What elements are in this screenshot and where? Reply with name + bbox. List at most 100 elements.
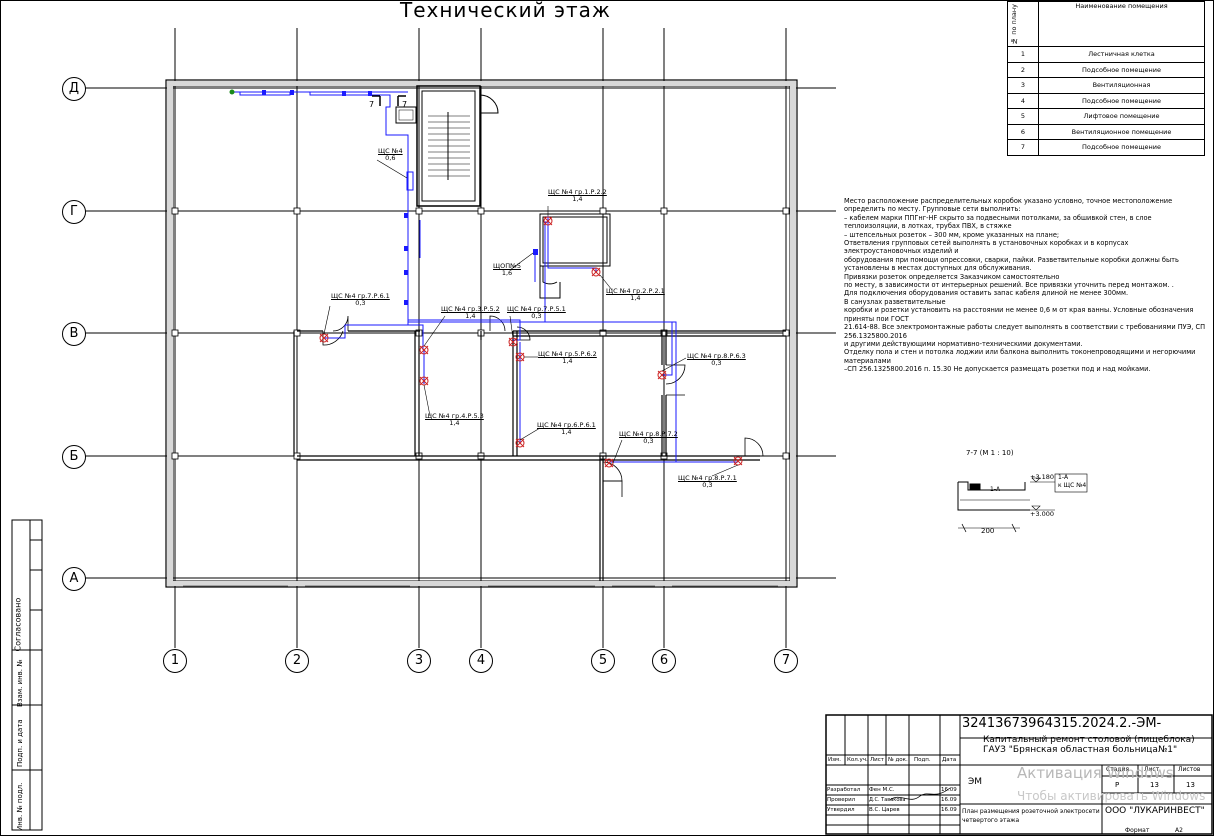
sheet-label: Лист bbox=[1144, 766, 1160, 773]
note-line: – штепсельных розеток – 300 мм, кроме ук… bbox=[844, 230, 1060, 239]
sheet-value: 13 bbox=[1150, 781, 1159, 789]
col-num-header: № по плану bbox=[1010, 3, 1018, 45]
section-detail bbox=[957, 473, 1088, 533]
note-line: Место расположение распределительных кор… bbox=[844, 197, 1173, 214]
role-approver: Утвердил bbox=[827, 807, 855, 813]
axis-label-4: 4 bbox=[469, 649, 493, 673]
sheets-label: Листов bbox=[1178, 766, 1201, 773]
date-approver: 16.09 bbox=[941, 807, 957, 813]
col-header-podp: Подп. bbox=[914, 757, 931, 763]
stamp-swap: Взам. инв. № bbox=[16, 659, 24, 707]
axis-label-b: Б bbox=[62, 445, 86, 469]
name-approver: В.С. Царев bbox=[869, 807, 900, 813]
stamp-agreed: Согласовано bbox=[13, 597, 23, 652]
axis-label-6: 6 bbox=[652, 649, 676, 673]
col-header-ndoc: № док. bbox=[888, 757, 908, 763]
format-label: Формат bbox=[1125, 827, 1150, 834]
door-swings bbox=[322, 315, 764, 497]
activation-watermark: Активация Windows bbox=[1017, 764, 1174, 782]
section-mark-label-a: 7 bbox=[369, 100, 375, 109]
room-ventilation bbox=[539, 213, 611, 299]
role-checker: Проверил bbox=[827, 797, 856, 803]
note-line: оборудования при помощи опрессовки, свар… bbox=[844, 255, 1179, 273]
axis-label-7: 7 bbox=[774, 649, 798, 673]
level-top: +3.180 bbox=[1030, 473, 1055, 481]
title-block-frame bbox=[825, 714, 1213, 835]
activation-watermark-sub: Чтобы активировать Windows bbox=[1017, 789, 1206, 803]
stage-value: Р bbox=[1115, 781, 1120, 789]
company-name: ООО "ЛУКАРИНВЕСТ" bbox=[1105, 806, 1205, 816]
sheets-value: 13 bbox=[1186, 781, 1195, 789]
section-detail-title: 7-7 (М 1 : 10) bbox=[966, 449, 1014, 457]
project-name-1: Капитальный ремонт столовой (пищеблока) bbox=[983, 735, 1195, 745]
axis-label-5: 5 bbox=[591, 649, 615, 673]
table-header-row: № по плану Наименование помещения bbox=[1007, 1, 1205, 47]
document-code: 32413673964315.2024.2.-ЭМ- bbox=[962, 716, 1162, 731]
axis-label-d: Д bbox=[62, 77, 86, 101]
sheet-name: План размещения розеточной электросети ч… bbox=[962, 808, 1100, 824]
project-name-2: ГАУЗ "Брянская областная больница№1" bbox=[983, 745, 1178, 755]
grid-lines-horizontal bbox=[85, 87, 836, 579]
note-line: 21.614-88. Все электромонтажные работы с… bbox=[844, 323, 1206, 340]
tag-leaders bbox=[323, 159, 739, 477]
note-line: и другими действующими нормативно-технич… bbox=[844, 339, 1083, 348]
stair-core bbox=[416, 85, 499, 207]
axis-label-2: 2 bbox=[285, 649, 309, 673]
role-developer: Разработал bbox=[827, 787, 861, 793]
note-line: коробки и розетки установить на расстоян… bbox=[844, 306, 1194, 323]
level-bottom: +3.000 bbox=[1030, 510, 1055, 518]
stamp-inv: Инв. № подл. bbox=[16, 782, 24, 831]
note-line: Ответвления групповых сетей выполнять в … bbox=[844, 239, 1129, 256]
note-line: Отделку пола и стен и потолка лоджии или… bbox=[844, 348, 1196, 365]
note-line: Для подключения оборудования оставить за… bbox=[844, 289, 1129, 298]
section-mark-7 bbox=[372, 95, 406, 106]
note-line: –СП 256.1325800.2016 п. 15.30 Не допуска… bbox=[844, 365, 1151, 374]
cable-code-3: 1-А bbox=[990, 486, 1001, 493]
name-developer: Фен М.С. bbox=[869, 787, 895, 793]
cable-code-2: к ЩС №4 bbox=[1058, 482, 1087, 489]
col-header-koluch: Кол.уч. bbox=[847, 757, 868, 763]
general-notes: Место расположение распределительных кор… bbox=[844, 197, 1206, 374]
stamp-sign-date: Подп. и дата bbox=[16, 719, 24, 767]
section-code: ЭМ bbox=[968, 777, 983, 787]
col-name-header: Наименование помещения bbox=[1075, 2, 1168, 10]
section-mark-label-b: 7 bbox=[402, 100, 408, 109]
feed-point-icon bbox=[229, 89, 235, 95]
note-line: по месту, в зависимости от интерьерных р… bbox=[844, 281, 1174, 290]
col-header-izm: Изм. bbox=[828, 757, 841, 763]
axis-label-1: 1 bbox=[163, 649, 187, 673]
format-value: А2 bbox=[1175, 827, 1183, 834]
equipment-box bbox=[395, 106, 417, 124]
dimension-label: 200 bbox=[981, 527, 995, 535]
panel-shc4 bbox=[406, 171, 414, 191]
drawing-title: Технический этаж bbox=[400, 0, 611, 22]
side-stamp-frame bbox=[11, 519, 43, 831]
note-line: – кабелем марки ППГнг-HF скрыто за подве… bbox=[844, 213, 1152, 231]
col-header-date: Дата bbox=[942, 757, 957, 763]
cable-code-1: 1-А bbox=[1058, 474, 1069, 481]
date-developer: 16.09 bbox=[941, 787, 957, 793]
junction-boxes bbox=[262, 90, 538, 305]
note-line: В санузлах разветвительные bbox=[844, 297, 946, 306]
interior-partitions bbox=[293, 330, 786, 581]
date-checker: 16.09 bbox=[941, 797, 957, 803]
